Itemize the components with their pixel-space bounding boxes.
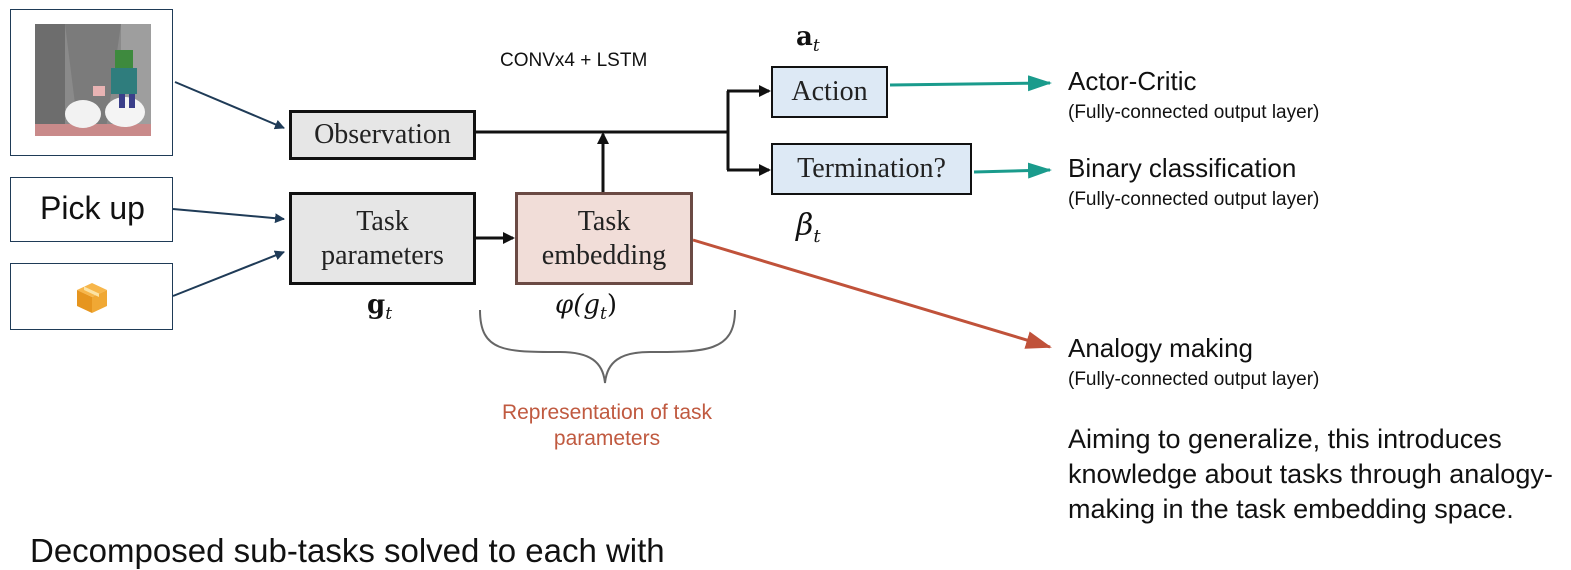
analogy-making-subtitle: (Fully-connected output layer)	[1068, 369, 1320, 390]
termination-block: Termination?	[771, 143, 972, 195]
task-parameters-line2: parameters	[321, 239, 444, 271]
task-parameters-block: Task parameters	[289, 192, 476, 285]
termination-math-label: βt	[796, 208, 821, 247]
action-math-label: at	[796, 22, 820, 57]
task-embedding-block: Task embedding	[515, 192, 693, 285]
task-embedding-line2: embedding	[541, 239, 667, 271]
bottom-caption: Decomposed sub-tasks solved to each with	[30, 532, 665, 569]
binary-classification-subtitle: (Fully-connected output layer)	[1068, 189, 1320, 210]
termination-label: Termination?	[797, 153, 946, 185]
arrow-image-to-observation	[174, 81, 285, 130]
task-parameters-line1: Task	[356, 205, 409, 237]
pickup-input-box: Pick up	[10, 177, 173, 242]
generalization-note: Aiming to generalize, this introduces kn…	[1068, 424, 1553, 525]
object-input-box	[10, 263, 173, 330]
action-label: Action	[791, 76, 868, 108]
package-icon	[77, 283, 107, 313]
task-params-math-label: gt	[367, 290, 393, 325]
task-embedding-math-label: φ(gt)	[555, 290, 617, 325]
action-block: Action	[771, 66, 888, 118]
task-embedding-line1: Task	[577, 205, 631, 237]
arrow-termination-to-binary	[973, 162, 1052, 179]
conv-lstm-label: CONVx4 + LSTM	[500, 50, 648, 71]
brace	[479, 309, 736, 384]
pickup-label: Pick up	[40, 190, 145, 226]
arrow-action-to-actor-critic	[889, 75, 1052, 92]
binary-classification-title: Binary classification	[1068, 153, 1297, 183]
actor-critic-subtitle: (Fully-connected output layer)	[1068, 102, 1320, 123]
analogy-making-title: Analogy making	[1068, 333, 1253, 363]
arrow-box-to-task-params	[172, 250, 285, 297]
arrow-pickup-to-task-params	[172, 208, 285, 224]
observation-block: Observation	[289, 110, 476, 160]
observation-label: Observation	[314, 119, 451, 151]
actor-critic-title: Actor-Critic	[1068, 66, 1197, 96]
arrow-embedding-to-analogy	[692, 238, 1052, 349]
observation-image-box	[10, 9, 173, 156]
minecraft-scene-image	[35, 24, 151, 136]
representation-label: Representation of task parameters	[501, 401, 713, 451]
